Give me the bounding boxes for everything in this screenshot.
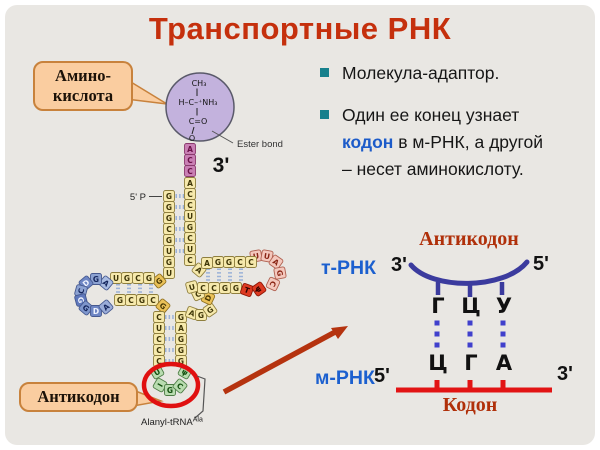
codon-base-2: Г — [464, 351, 478, 375]
amino-acid-callout: Амино- кислота — [33, 61, 133, 111]
bullet-item: Молекула-адаптор. — [320, 60, 592, 87]
page-title: Транспортные РНК — [148, 11, 452, 46]
mrna-5prime-label: 5' — [374, 365, 390, 387]
bullet-list: Молекула-адаптор. Один ее конец узнает ко… — [320, 60, 592, 198]
anticodon-callout: Антикодон — [19, 382, 138, 412]
bullet-square-icon — [320, 68, 329, 77]
mrna-3prime-label: 3' — [557, 363, 573, 385]
bullet-item: Один ее конец узнает кодон в м-РНК, а др… — [320, 102, 592, 183]
anticodon-heading: Антикодон — [419, 228, 519, 250]
codon-base-1: Ц — [428, 351, 448, 375]
anticodon-base-2: Ц — [461, 294, 481, 318]
trna-3prime-label: 3' — [391, 254, 407, 276]
codon-base-3: А — [495, 351, 513, 375]
trna-5prime-label: 5' — [533, 253, 549, 275]
bullet-text: Один ее конец узнает кодон в м-РНК, а др… — [342, 105, 544, 179]
anticodon-base-3: У — [495, 294, 513, 318]
trna-row-label: т-РНК — [321, 257, 377, 279]
bullet-square-icon — [320, 110, 329, 119]
mrna-row-label: м-РНК — [315, 367, 375, 389]
bullet-text: Молекула-адаптор. — [342, 63, 500, 83]
anticodon-base-1: Г — [431, 294, 445, 318]
codon-heading: Кодон — [442, 394, 498, 416]
